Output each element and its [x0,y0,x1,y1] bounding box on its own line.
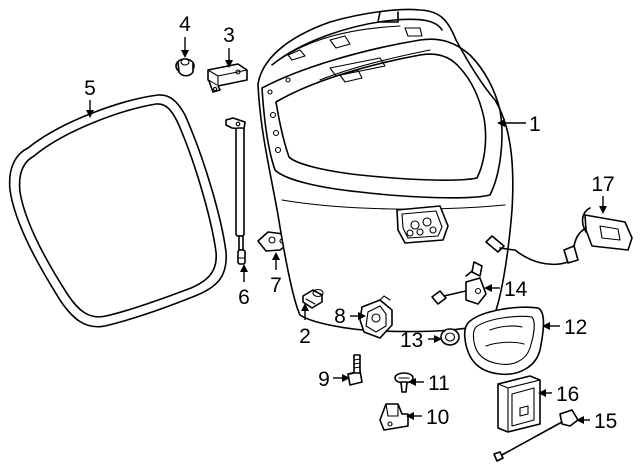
callout-5: 5 [84,77,96,100]
callout-8: 8 [334,305,346,328]
callout-14: 14 [504,278,528,301]
part-13-grommet [440,328,460,346]
part-6-lift-strut [225,117,246,265]
callout-13: 13 [400,329,423,352]
part-3-bracket [207,63,248,93]
part-15-sensor [493,409,579,462]
part-16-module [497,375,541,433]
part-14-latch-cable [431,261,487,305]
callout-labels: 1 2 3 4 5 6 7 8 9 10 11 12 13 14 15 16 1… [84,13,617,433]
part-17-harness [485,207,633,266]
callout-16: 16 [556,383,579,406]
part-10-striker [379,403,409,431]
callout-4: 4 [179,13,191,36]
part-1-liftgate [257,8,514,333]
part-12-handle [463,306,545,375]
leader-lines [86,37,607,424]
callout-9: 9 [318,368,330,391]
callout-12: 12 [564,316,587,339]
part-4-bumper [175,58,195,77]
part-11-screw [394,372,414,393]
part-8-latch [359,295,393,339]
callout-3: 3 [223,24,235,47]
part-2-pin [302,288,324,309]
callout-1: 1 [529,113,541,136]
callout-7: 7 [270,274,282,297]
callout-10: 10 [426,406,449,429]
part-5-weatherstrip [8,94,227,328]
part-9-bolt [347,354,363,386]
callout-17: 17 [591,173,614,196]
callout-15: 15 [594,410,617,433]
callout-11: 11 [428,372,450,395]
callout-2: 2 [299,325,311,348]
callout-6: 6 [238,286,250,309]
